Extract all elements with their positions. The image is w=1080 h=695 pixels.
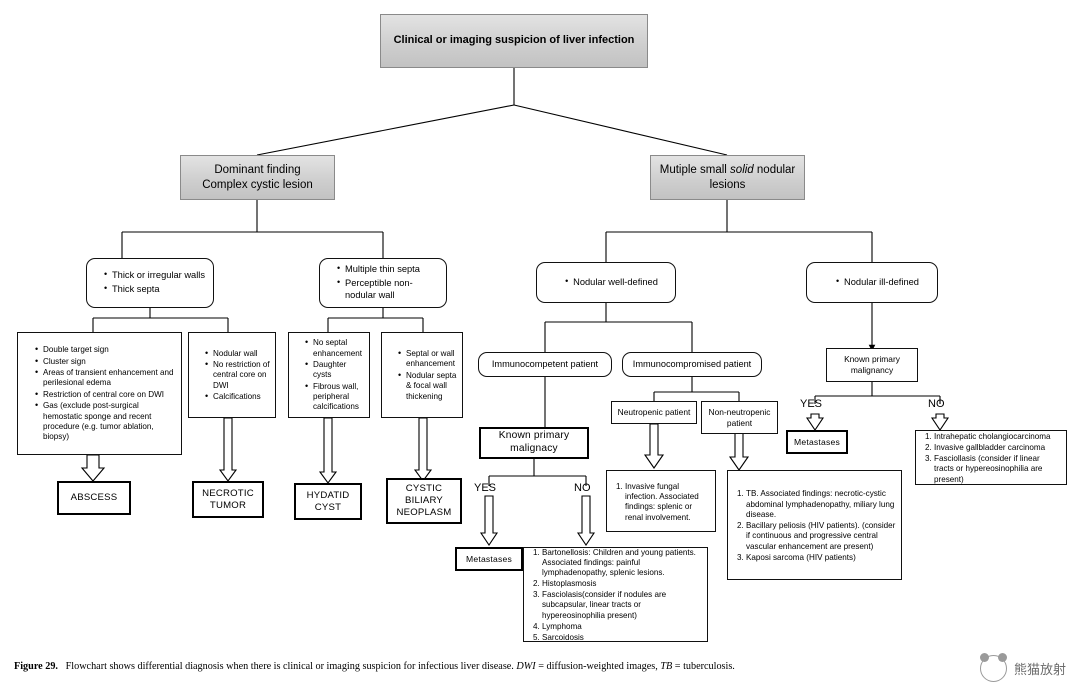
- known-primary-right-line2: malignancy: [850, 365, 894, 375]
- features-hydatid-cyst[interactable]: No septal enhancement Daughter cysts Fib…: [288, 332, 370, 418]
- features-cystic-biliary-neoplasm[interactable]: Septal or wall enhancement Nodular septa…: [381, 332, 463, 418]
- immunocompromised-label: Immunocompromised patient: [632, 359, 752, 370]
- caption-tb: TB: [660, 661, 673, 672]
- label-no-right: NO: [928, 398, 945, 410]
- known-primary-left-line2: malignacy: [510, 443, 558, 454]
- outcome-biliary-line3: NEOPLASM: [396, 506, 452, 518]
- list-item: Intrahepatic cholangiocarcinoma: [934, 432, 1061, 442]
- figure-label: Figure 29.: [14, 661, 58, 672]
- feature-item: Nodular septa & focal wall thickening: [398, 370, 458, 402]
- outcome-metastases-left[interactable]: Metastases: [455, 547, 523, 571]
- feature-item: Double target sign: [35, 344, 176, 356]
- node-branch-solid[interactable]: Mutiple small solid nodular lesions: [650, 155, 805, 200]
- branch-solid-post: nodular lesions: [709, 164, 796, 191]
- node-neutropenic-patient[interactable]: Neutropenic patient: [611, 401, 697, 424]
- node-root[interactable]: Clinical or imaging suspicion of liver i…: [380, 14, 648, 68]
- watermark-text: 熊猫放射: [1013, 663, 1066, 678]
- panda-icon: [979, 653, 1007, 682]
- features-abscess[interactable]: Double target sign Cluster sign Areas of…: [17, 332, 182, 455]
- known-primary-left-line1: Known primary: [498, 430, 570, 442]
- list-item: Kaposi sarcoma (HIV patients): [746, 553, 896, 563]
- caption-mid: = diffusion-weighted images,: [535, 661, 661, 672]
- criteria-thick-walls[interactable]: Thick or irregular walls Thick septa: [86, 258, 214, 308]
- outcome-abscess-label: ABSCESS: [70, 492, 118, 503]
- immunocompetent-label: Immunocompetent patient: [491, 359, 599, 370]
- list-immunocompetent-no[interactable]: Bartonellosis: Children and young patien…: [523, 547, 708, 642]
- criteria-item: Nodular ill-defined: [836, 275, 919, 289]
- label-yes-right: YES: [800, 398, 823, 410]
- criteria-nodular-ill-defined[interactable]: Nodular ill-defined: [806, 262, 938, 303]
- feature-item: Restriction of central core on DWI: [35, 389, 176, 401]
- feature-item: Septal or wall enhancement: [398, 348, 458, 370]
- outcome-metastases-right[interactable]: Metastases: [786, 430, 848, 454]
- list-item: Invasive gallbladder carcinoma: [934, 443, 1061, 453]
- criteria-item: Nodular well-defined: [565, 275, 658, 289]
- feature-item: Cluster sign: [35, 356, 176, 368]
- outcome-necrotic-line2: TUMOR: [209, 499, 247, 511]
- list-item: Bartonellosis: Children and young patien…: [542, 548, 702, 579]
- list-item: Fasciolasis(consider if nodules are subc…: [542, 590, 702, 621]
- non-neutropenic-line1: Non-neutropenic: [708, 406, 771, 417]
- outcome-cystic-biliary-neoplasm[interactable]: CYSTIC BILIARY NEOPLASM: [386, 478, 462, 524]
- list-item: TB. Associated findings: necrotic-cystic…: [746, 489, 896, 520]
- node-immunocompromised[interactable]: Immunocompromised patient: [622, 352, 762, 377]
- metastases-right-label: Metastases: [794, 436, 840, 447]
- label-no-left: NO: [574, 482, 591, 494]
- outcome-biliary-line1: CYSTIC: [405, 483, 443, 495]
- figure-caption: Figure 29. Flowchart shows differential …: [14, 660, 964, 673]
- branch-cystic-line2: Complex cystic lesion: [202, 178, 313, 191]
- feature-item: No septal enhancement: [305, 337, 365, 359]
- criteria-item: Thick or irregular walls: [104, 268, 205, 282]
- feature-item: No restriction of central core on DWI: [205, 359, 271, 391]
- node-known-primary-malignancy-left[interactable]: Known primary malignacy: [479, 427, 589, 459]
- label-yes-left: YES: [474, 482, 497, 494]
- list-item: Sarcoidosis: [542, 633, 702, 643]
- non-neutropenic-line2: patient: [726, 417, 753, 428]
- node-root-label: Clinical or imaging suspicion of liver i…: [393, 34, 635, 47]
- list-item: Bacillary peliosis (HIV patients). (cons…: [746, 521, 896, 552]
- criteria-nodular-well-defined[interactable]: Nodular well-defined: [536, 262, 676, 303]
- node-known-primary-malignancy-right[interactable]: Known primary malignancy: [826, 348, 918, 382]
- caption-end: = tuberculosis.: [672, 661, 735, 672]
- outcome-abscess[interactable]: ABSCESS: [57, 481, 131, 515]
- branch-solid-pre: Mutiple small: [659, 164, 731, 177]
- outcome-necrotic-line1: NECROTIC: [202, 487, 254, 499]
- criteria-item: Multiple thin septa: [337, 262, 438, 276]
- node-immunocompetent[interactable]: Immunocompetent patient: [478, 352, 612, 377]
- list-item: Fasciollasis (consider if linear tracts …: [934, 454, 1061, 485]
- branch-cystic-line1: Dominant finding: [214, 164, 301, 177]
- known-primary-right-line1: Known primary: [844, 354, 900, 365]
- branch-solid-emphasis: solid: [730, 164, 754, 177]
- neutropenic-label: Neutropenic patient: [617, 407, 691, 418]
- list-neutropenic[interactable]: Invasive fungal infection. Associated fi…: [606, 470, 716, 532]
- feature-item: Fibrous wall, peripheral calcifications: [305, 381, 365, 413]
- outcome-necrotic-tumor[interactable]: NECROTIC TUMOR: [192, 481, 264, 518]
- node-non-neutropenic-patient[interactable]: Non-neutropenic patient: [701, 401, 778, 434]
- criteria-item: Thick septa: [104, 282, 205, 296]
- list-item: Lymphoma: [542, 622, 702, 632]
- caption-dwi: DWI: [516, 661, 536, 672]
- feature-item: Nodular wall: [205, 348, 271, 360]
- outcome-hydatid-line2: CYST: [314, 501, 342, 513]
- features-necrotic-tumor[interactable]: Nodular wall No restriction of central c…: [188, 332, 276, 418]
- list-item: Histoplasmosis: [542, 579, 702, 589]
- watermark: 熊猫放射: [979, 653, 1066, 682]
- caption-text: Flowchart shows differential diagnosis w…: [65, 661, 517, 672]
- feature-item: Areas of transient enhancement and peril…: [35, 367, 176, 389]
- criteria-thin-septa[interactable]: Multiple thin septa Perceptible non-nodu…: [319, 258, 447, 308]
- feature-item: Daughter cysts: [305, 359, 365, 381]
- list-ill-defined-no[interactable]: Intrahepatic cholangiocarcinoma Invasive…: [915, 430, 1067, 485]
- feature-item: Gas (exclude post-surgical hemostatic sp…: [35, 400, 176, 442]
- outcome-hydatid-line1: HYDATID: [306, 489, 350, 501]
- feature-item: Calcifications: [205, 391, 271, 403]
- criteria-item: Perceptible non-nodular wall: [337, 276, 438, 302]
- list-item: Invasive fungal infection. Associated fi…: [625, 482, 710, 523]
- node-branch-cystic[interactable]: Dominant finding Complex cystic lesion: [180, 155, 335, 200]
- outcome-hydatid-cyst[interactable]: HYDATID CYST: [294, 483, 362, 520]
- outcome-biliary-line2: BILIARY: [404, 495, 444, 506]
- metastases-left-label: Metastases: [466, 553, 512, 564]
- list-non-neutropenic[interactable]: TB. Associated findings: necrotic-cystic…: [727, 470, 902, 580]
